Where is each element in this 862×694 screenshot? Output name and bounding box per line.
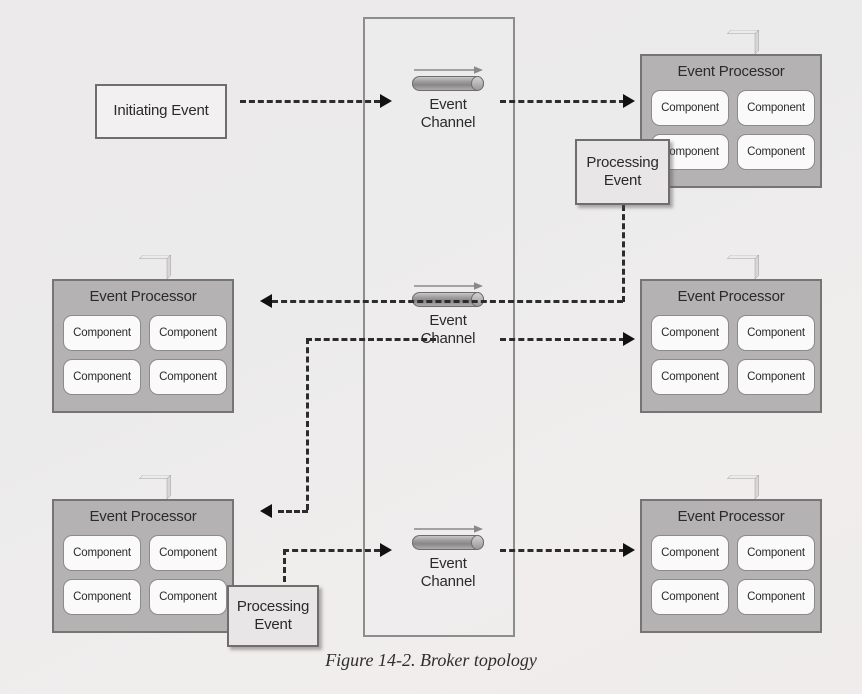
processing-event-label-line2: Event xyxy=(603,172,642,189)
component-box: Component xyxy=(149,359,227,395)
connector-bottom-to-channel xyxy=(283,549,380,552)
connector-top-processing-event-down xyxy=(622,205,625,302)
arrow-head-icon xyxy=(260,504,272,518)
connector-middle-channel-to-right-processor xyxy=(500,338,625,341)
connector-initiating-to-top-channel xyxy=(240,100,380,103)
component-box: Component xyxy=(149,579,227,615)
processing-event-box-top: Processing Event xyxy=(575,139,670,205)
event-processor-top-right: Event Processor Component Component Comp… xyxy=(640,30,846,188)
figure-caption: Figure 14-2. Broker topology xyxy=(325,650,537,670)
event-channel-label: Event Channel xyxy=(420,96,476,131)
connector-middle-branch-horizontal xyxy=(306,338,436,341)
component-box: Component xyxy=(651,359,729,395)
component-box: Component xyxy=(63,535,141,571)
arrow-head-icon xyxy=(260,294,272,308)
component-box: Component xyxy=(737,90,815,126)
event-processor-bottom-left: Event Processor Component Component Comp… xyxy=(52,475,258,633)
processor-face: Event Processor Component Component Comp… xyxy=(52,279,234,413)
processor-title: Event Processor xyxy=(89,508,197,525)
event-processor-bottom-right: Event Processor Component Component Comp… xyxy=(640,475,846,633)
processor-face: Event Processor Component Component Comp… xyxy=(640,499,822,633)
component-grid: Component Component Component Component xyxy=(651,90,815,170)
processing-event-label-line1: Processing xyxy=(586,153,659,171)
initiating-event-label: Initiating Event xyxy=(113,102,209,120)
processor-title: Event Processor xyxy=(89,288,197,305)
component-grid: Component Component Component Component xyxy=(63,315,227,395)
processor-face: Event Processor Component Component Comp… xyxy=(640,54,822,188)
processor-face: Event Processor Component Component Comp… xyxy=(52,499,234,633)
connector-branch-to-bottom-left-processor xyxy=(278,510,308,513)
channel-flow-arrow-icon xyxy=(412,62,484,74)
component-box: Component xyxy=(737,579,815,615)
event-channel-bottom: Event Channel xyxy=(388,521,508,591)
connector-bottom-processing-event-up xyxy=(283,549,286,591)
event-processor-middle-right: Event Processor Component Component Comp… xyxy=(640,255,846,413)
component-box: Component xyxy=(149,315,227,351)
component-box: Component xyxy=(651,90,729,126)
channel-pipe-icon xyxy=(412,76,484,91)
component-box: Component xyxy=(651,579,729,615)
component-grid: Component Component Component Component xyxy=(63,535,227,615)
broker-container xyxy=(363,17,515,637)
arrow-head-icon xyxy=(380,543,392,557)
channel-flow-arrow-icon xyxy=(412,278,484,290)
component-box: Component xyxy=(63,359,141,395)
processor-face: Event Processor Component Component Comp… xyxy=(640,279,822,413)
arrow-head-icon xyxy=(623,94,635,108)
processing-event-label-line1: Processing xyxy=(236,597,310,615)
connector-bottom-channel-to-right-processor xyxy=(500,549,625,552)
event-channel-label: Event Channel xyxy=(420,312,476,347)
event-channel-label: Event Channel xyxy=(420,555,476,590)
component-box: Component xyxy=(63,315,141,351)
connector-middle-branch-vertical xyxy=(306,338,309,510)
processor-title: Event Processor xyxy=(677,508,785,525)
event-channel-middle: Event Channel xyxy=(388,278,508,348)
event-channel-top: Event Channel xyxy=(388,62,508,132)
connector-top-channel-to-processor xyxy=(500,100,625,103)
initiating-event-box: Initiating Event xyxy=(95,84,227,139)
component-box: Component xyxy=(737,315,815,351)
component-grid: Component Component Component Component xyxy=(651,535,815,615)
processor-3d-shell xyxy=(726,475,759,499)
processor-3d-shell xyxy=(138,475,171,499)
component-box: Component xyxy=(737,359,815,395)
component-box: Component xyxy=(737,134,815,170)
component-box: Component xyxy=(149,535,227,571)
event-processor-middle-left: Event Processor Component Component Comp… xyxy=(52,255,258,413)
arrow-head-icon xyxy=(623,543,635,557)
processor-3d-shell xyxy=(726,30,759,54)
connector-middle-to-left-processor xyxy=(272,300,623,303)
component-box: Component xyxy=(737,535,815,571)
processor-title: Event Processor xyxy=(677,288,785,305)
channel-pipe-icon xyxy=(412,292,484,307)
component-grid: Component Component Component Component xyxy=(651,315,815,395)
component-box: Component xyxy=(651,315,729,351)
channel-flow-arrow-icon xyxy=(412,521,484,533)
arrow-head-icon xyxy=(380,94,392,108)
channel-pipe-icon xyxy=(412,535,484,550)
processor-3d-shell xyxy=(726,255,759,279)
component-box: Component xyxy=(651,535,729,571)
processor-title: Event Processor xyxy=(677,63,785,80)
processor-3d-shell xyxy=(138,255,171,279)
processing-event-label-line2: Event xyxy=(254,616,292,633)
processing-event-box-bottom: Processing Event xyxy=(227,585,319,647)
arrow-head-icon xyxy=(623,332,635,346)
component-box: Component xyxy=(63,579,141,615)
